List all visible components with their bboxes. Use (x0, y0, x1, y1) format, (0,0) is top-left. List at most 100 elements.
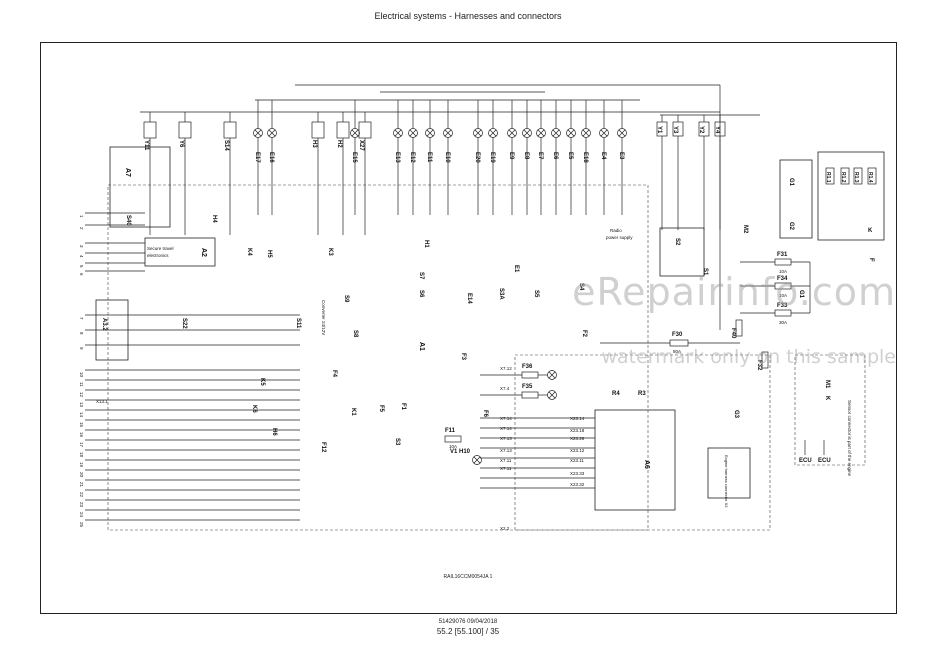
fuse-f11 (444, 435, 462, 443)
relay-r1-2 (840, 167, 850, 185)
terminal-label-2: 2 (79, 227, 84, 230)
component-label-s8: S8 (352, 330, 358, 338)
component-label-s22: S22 (181, 318, 187, 329)
connector-label-3: X7.14 (500, 426, 512, 431)
relay-label-k-block: K (868, 228, 873, 234)
terminal-label-6: 6 (79, 273, 84, 276)
valve-label-y3: Y3 (672, 126, 678, 134)
lamp-label-e11: E11 (426, 152, 432, 163)
lamp-label-e18: E18 (582, 152, 588, 163)
lamp-label-e20: E20 (474, 152, 480, 163)
a6-module-box (594, 409, 676, 511)
connector-label-8: X2.2 (500, 526, 510, 531)
converter-text: Converter 24/12V (321, 300, 326, 335)
harness-box-a6 (514, 354, 771, 531)
lamp-label-e19: E19 (489, 152, 495, 163)
engine-harness-box (707, 447, 751, 499)
relay-label-r1-4: R1.4 (867, 172, 873, 183)
fuse-label-f36: F36 (522, 364, 533, 370)
terminal-label-21: 21 (79, 482, 84, 488)
component-label-m1: M1 (824, 380, 830, 389)
terminal-label-17: 17 (79, 442, 84, 448)
component-label-s3: S3 (394, 438, 400, 446)
fuse-rating-f11: 10A (449, 444, 457, 449)
lamp-label-e10: E10 (444, 152, 450, 163)
lamp-e8 (522, 128, 532, 138)
fuse-rating-f33: 30A (779, 320, 787, 325)
connector-label-2: X7.14 (500, 416, 512, 421)
device-y11 (143, 121, 157, 139)
fuse-label-f33: F33 (777, 303, 788, 309)
component-label-k6: K6 (251, 405, 257, 413)
component-label-s4: S4 (578, 283, 584, 291)
fuse-label-f1: F1 (400, 403, 406, 411)
module-label-a6: A6 (643, 460, 650, 469)
lamp-label-e15: E15 (351, 152, 357, 163)
lamp-e4 (599, 128, 609, 138)
fuse-label-f31: F31 (777, 252, 788, 258)
a7-module-box (109, 146, 171, 228)
connector-label-14: X23.33 (570, 471, 585, 476)
a2-text-line1: Secure travel (147, 246, 174, 251)
lamp-label-e17: E17 (254, 152, 260, 163)
connector-label-15: X23.32 (570, 482, 585, 487)
component-label-s11: S11 (295, 318, 301, 329)
component-label-h5: H5 (266, 250, 272, 258)
terminal-label-1: 1 (79, 215, 84, 218)
connector-label-9: X23.14 (570, 416, 585, 421)
footer-doc-ref: 51429076 09/04/2018 (438, 619, 498, 625)
lamp-label-e3: E3 (618, 152, 624, 160)
fuse-label-f35: F35 (522, 384, 533, 390)
lamp-e15 (350, 128, 360, 138)
lamp-e13 (393, 128, 403, 138)
lamp-e20 (473, 128, 483, 138)
fuse-label-f40: F40 (730, 328, 736, 339)
label-r3: R3 (638, 391, 646, 397)
terminal-label-8: 8 (79, 332, 84, 335)
terminal-label-12: 12 (79, 392, 84, 398)
fuse-f32 (761, 351, 769, 369)
component-label-k4: K4 (246, 248, 252, 256)
lamp-label-e7: E7 (537, 152, 543, 160)
label-v1-h10: V1 H10 (450, 449, 471, 455)
battery-box (779, 159, 813, 239)
schematic-frame (40, 42, 897, 614)
fuse-f40 (735, 319, 743, 337)
connector-label-11: X23.28 (570, 436, 585, 441)
fuse-rating-f30: 80A (673, 349, 681, 354)
lamp-e3 (617, 128, 627, 138)
component-label-k: K (824, 396, 830, 401)
fuse-label-f3: F3 (460, 353, 466, 361)
ecu-label-2: ECU (818, 458, 831, 464)
component-label-e1: E1 (513, 265, 519, 273)
component-label-k3: K3 (327, 248, 333, 256)
lamp-f35-indicator (547, 390, 557, 400)
component-label-h1: H1 (423, 240, 429, 248)
label-r4: R4 (612, 391, 620, 397)
terminal-label-20: 20 (79, 472, 84, 478)
connector-label-16: X13.1 (96, 399, 108, 404)
device-label-s14: S14 (223, 140, 229, 151)
terminal-label-23: 23 (79, 502, 84, 508)
fuse-label-f2: F2 (581, 330, 587, 338)
a2-text-line2: electronics (147, 253, 169, 258)
lamp-label-e16: E16 (268, 152, 274, 163)
module-label-a7: A7 (124, 168, 131, 177)
component-label-h4: H4 (211, 215, 217, 223)
fuse-rating-f31: 10A (779, 269, 787, 274)
terminal-label-10: 10 (79, 372, 84, 378)
terminal-label-9: 9 (79, 347, 84, 350)
component-label-k5: K5 (259, 378, 265, 386)
module-label-a1: A1 (418, 342, 425, 351)
lamp-f36-indicator (547, 370, 557, 380)
alt-label-g1: G1 (798, 290, 804, 299)
lamp-label-e13: E13 (394, 152, 400, 163)
component-label-s5: S5 (533, 290, 539, 298)
fuse-f35 (521, 391, 539, 399)
terminal-label-16: 16 (79, 432, 84, 438)
connector-label-6: X7.11 (500, 458, 512, 463)
sensor-note-text: Sensor connector is part of the engine (847, 400, 852, 477)
engine-harness-text: Engine harness connector X3 (724, 455, 729, 508)
fuse-label-f4: F4 (331, 370, 337, 378)
